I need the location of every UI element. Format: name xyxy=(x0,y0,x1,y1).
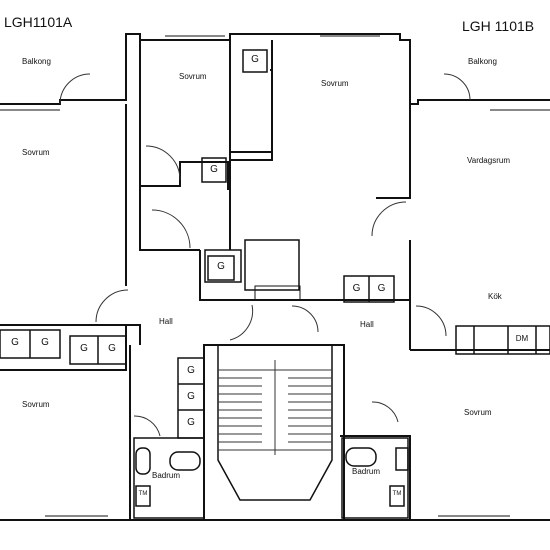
wardrobe-marker: G xyxy=(108,343,116,354)
wardrobe-marker: G xyxy=(210,164,218,175)
room-label-badrum-left: Badrum xyxy=(152,471,181,480)
wall-sovrum-3 xyxy=(230,40,273,153)
room-label-balkong-left: Balkong xyxy=(22,57,51,66)
room-label-badrum-right: Badrum xyxy=(352,467,381,476)
wall-sovrum-1 xyxy=(139,40,200,251)
wardrobe-marker: G xyxy=(187,365,195,376)
room-label-sovrum-3: Sovrum xyxy=(321,79,349,88)
wardrobe-marker: G xyxy=(377,283,386,294)
room-label-hall-left: Hall xyxy=(159,317,173,326)
room-label-vardagsrum: Vardagsrum xyxy=(467,156,510,165)
wall-top-left xyxy=(0,33,550,105)
room-label-sovrum-4: Sovrum xyxy=(22,400,50,409)
washer-marker: TM xyxy=(138,491,148,497)
unit-label-left: LGH1101A xyxy=(4,14,73,30)
wardrobe-marker: G xyxy=(251,54,259,65)
wardrobe-marker: G xyxy=(352,283,361,294)
wardrobe-marker: G xyxy=(217,261,225,272)
room-label-sovrum-5: Sovrum xyxy=(464,408,492,417)
unit-label-right: LGH 1101B xyxy=(462,18,535,34)
room-label-kok: Kök xyxy=(488,292,502,301)
bath-right xyxy=(341,437,409,519)
wall-kitchenette xyxy=(199,250,410,301)
wardrobe-marker: G xyxy=(80,343,88,354)
room-label-hall-right: Hall xyxy=(360,320,374,329)
room-label-sovrum-2: Sovrum xyxy=(179,72,207,81)
wardrobe-marker: G xyxy=(41,337,49,348)
dishwasher-marker: DM xyxy=(515,334,529,343)
stair-core xyxy=(203,344,345,521)
wardrobe-marker: G xyxy=(11,337,19,348)
washer-marker: TM xyxy=(392,491,402,497)
room-label-balkong-right: Balkong xyxy=(468,57,497,66)
room-label-sovrum-1: Sovrum xyxy=(22,148,50,157)
wardrobe-marker: G xyxy=(187,417,195,428)
wardrobe-marker: G xyxy=(187,391,195,402)
